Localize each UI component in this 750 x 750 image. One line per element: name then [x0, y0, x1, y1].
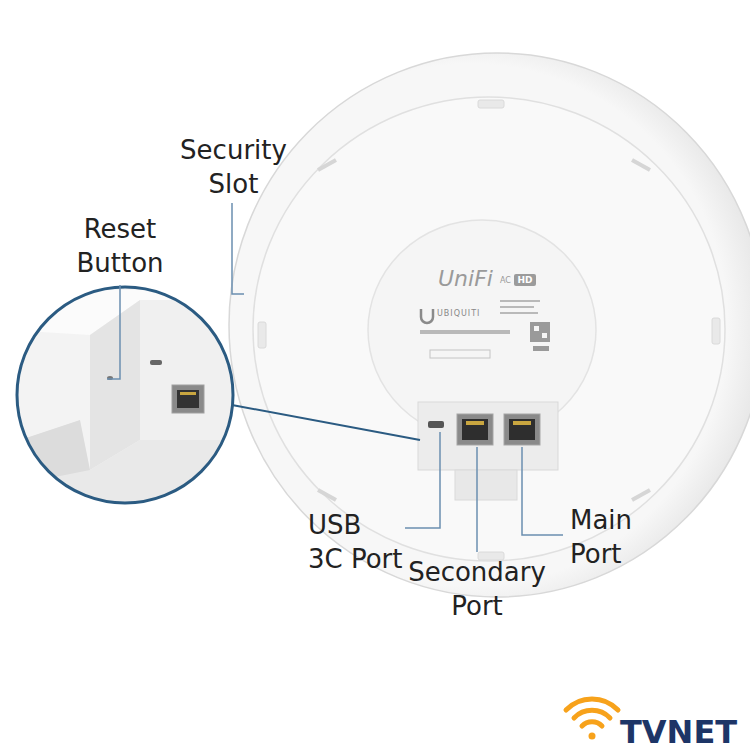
cable-tab [455, 470, 517, 500]
watermark-logo: TVNET [620, 714, 748, 750]
device-logo-text: UniFi [438, 266, 508, 292]
rj45-main [504, 414, 540, 445]
inset-pointer [232, 405, 420, 440]
part-label: Main Port [570, 503, 650, 571]
device-logo-badge: HD [514, 274, 536, 286]
part-label: Security Slot [176, 133, 291, 201]
label-details [420, 300, 550, 358]
device-rim [229, 53, 750, 597]
inset-border [17, 287, 233, 503]
device-brand-text: UBIQUITI [437, 309, 497, 319]
rj45-secondary [457, 414, 493, 445]
device-base [253, 97, 725, 561]
port-panel [418, 402, 558, 470]
part-label: Reset Button [70, 212, 170, 280]
wifi-icon [566, 699, 618, 740]
part-label: Secondary Port [402, 555, 552, 623]
inset-detail [10, 280, 250, 520]
part-label: USB 3C Port [308, 508, 403, 576]
ubiquiti-logo [421, 309, 433, 323]
usb-port [428, 421, 444, 428]
leader-lines [107, 203, 563, 552]
mount-notches [258, 100, 720, 560]
